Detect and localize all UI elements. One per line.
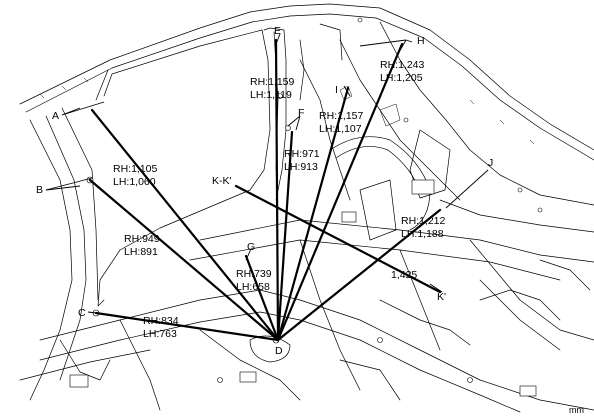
dim-line-d-i: [276, 86, 350, 342]
dimension-lines: [88, 38, 442, 342]
dim-label-i-rh: RH:1,157: [319, 110, 364, 122]
unit-label: mm: [569, 405, 584, 415]
point-label-j: J: [488, 157, 493, 169]
dim-label-i-lh: LH:1,107: [319, 123, 362, 135]
dim-line-d-a: [90, 108, 280, 342]
dim-label-e-rh: RH:1,159: [250, 76, 295, 88]
point-label-f: F: [298, 107, 304, 119]
dim-label-g-lh: LH:658: [236, 281, 270, 293]
dim-label-b-lh: LH:891: [124, 246, 158, 258]
dim-label-a-rh: RH:1,105: [113, 163, 158, 175]
dim-label-c-rh: RH:834: [143, 315, 179, 327]
dim-label-c-lh: LH:763: [143, 328, 177, 340]
dim-label-g-rh: RH:739: [236, 268, 272, 280]
dim-line-d-g: [244, 254, 280, 342]
point-label-k: K-K': [212, 175, 232, 187]
dim-label-f-rh: RH:971: [284, 148, 320, 160]
dim-line-k-kp: [234, 184, 442, 294]
point-label-e: E: [274, 25, 281, 37]
body-shell-details: [39, 17, 543, 397]
dim-line-d-j: [276, 208, 442, 342]
dim-label-h-rh: RH:1,243: [380, 59, 425, 71]
point-label-h: H: [417, 35, 425, 47]
dim-line-d-h: [276, 42, 404, 342]
dim-label-f-lh: LH:913: [284, 161, 318, 173]
leader-lines: [45, 33, 489, 314]
dim-line-d-b: [88, 178, 280, 342]
dim-label-a-lh: LH:1,060: [113, 176, 156, 188]
point-label-kp: K': [437, 291, 446, 303]
dim-label-j-lh: LH:1,188: [401, 228, 444, 240]
point-label-a: A: [52, 110, 59, 122]
dim-line-d-c: [94, 311, 280, 342]
point-label-c: C: [78, 307, 86, 319]
dim-label-b-rh: RH:949: [124, 233, 160, 245]
dim-label-k: 1,425: [391, 269, 417, 281]
dimension-labels: RH:1,105 LH:1,060 RH:949 LH:891 RH:834 L…: [113, 59, 446, 340]
point-label-b: B: [36, 184, 43, 196]
point-label-i: I: [335, 84, 338, 96]
dim-label-e-lh: LH:1,119: [250, 89, 292, 101]
body-shell-outline: [19, 3, 594, 413]
dim-line-d-e: [274, 38, 280, 342]
dim-label-h-lh: LH:1,205: [380, 72, 423, 84]
point-labels: A B C D E F G H I J K-K' K': [36, 25, 493, 357]
point-label-g: G: [247, 241, 255, 253]
dim-line-d-f: [276, 130, 294, 342]
dim-label-j-rh: RH:1,212: [401, 215, 446, 227]
point-label-d: D: [275, 345, 283, 357]
